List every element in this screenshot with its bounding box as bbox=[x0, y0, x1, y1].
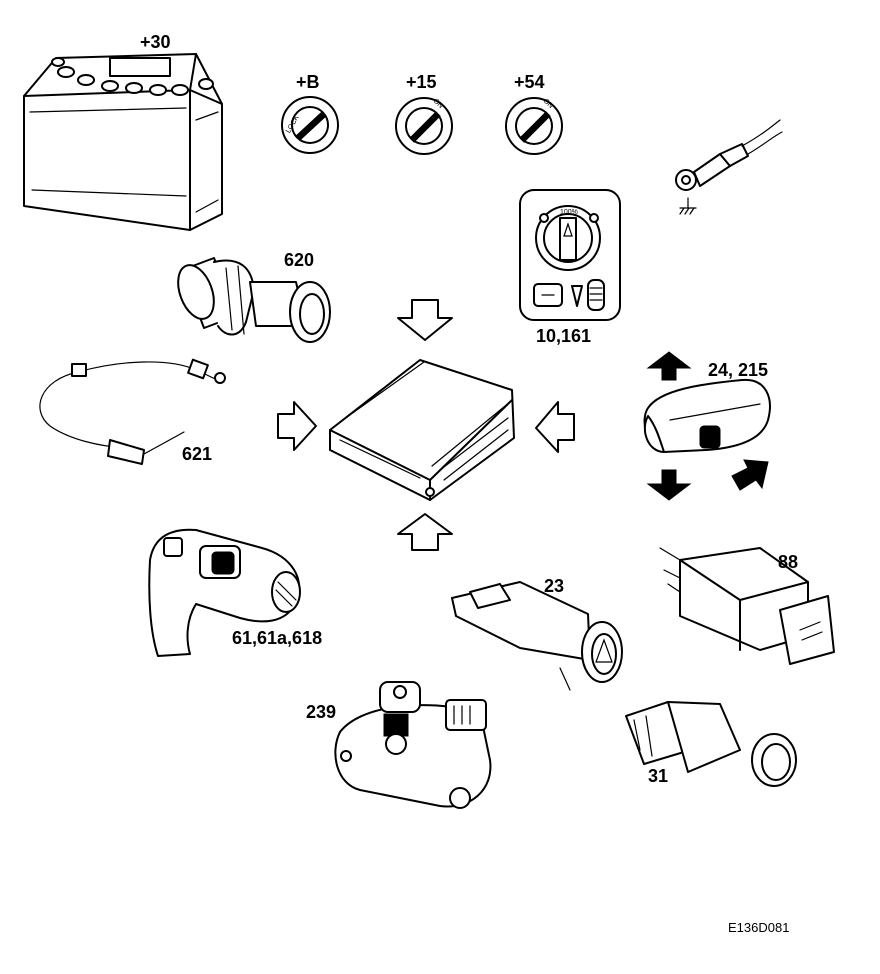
stalk-switch-24: 24, 215 bbox=[643, 351, 771, 501]
sensor-620-label: 620 bbox=[284, 250, 314, 270]
ignition-54-label: +54 bbox=[514, 72, 545, 92]
ignition-switch-b: LOCK +B bbox=[281, 72, 339, 154]
ignition-15-label: +15 bbox=[406, 72, 437, 92]
outline-arrow-up bbox=[397, 513, 453, 551]
drawing-code: E136D081 bbox=[728, 920, 789, 935]
motor-239: 239 bbox=[306, 681, 492, 809]
battery: +30 bbox=[23, 32, 223, 231]
ignition-switch-54: ON +54 bbox=[505, 72, 563, 155]
outline-arrow-left bbox=[535, 401, 575, 453]
control-unit bbox=[329, 359, 515, 501]
hazard-switch: 23 bbox=[451, 576, 623, 691]
cable-621: 621 bbox=[39, 358, 226, 465]
foglamp-switch: 88 bbox=[659, 547, 835, 665]
stalk-switch-24-label: 24, 215 bbox=[708, 360, 768, 380]
stalk-switch-61: 61,61a,618 bbox=[148, 528, 322, 657]
headlamp-percent: 100% bbox=[560, 209, 578, 216]
foglamp-switch-label: 88 bbox=[778, 552, 798, 572]
motor-239-label: 239 bbox=[306, 702, 336, 722]
outline-arrow-down bbox=[397, 299, 453, 341]
temp-sensor-label: 31 bbox=[648, 766, 668, 786]
sensor-620: 620 bbox=[177, 250, 331, 343]
ignition-b-label: +B bbox=[296, 72, 320, 92]
hazard-switch-label: 23 bbox=[544, 576, 564, 596]
temp-sensor: 31 bbox=[625, 701, 797, 787]
cable-621-label: 621 bbox=[182, 444, 212, 464]
headlamp-switch: 100% 10,161 bbox=[519, 189, 621, 346]
ground-lead bbox=[675, 119, 783, 215]
outline-arrow-right bbox=[277, 401, 317, 451]
headlamp-switch-label: 10,161 bbox=[536, 326, 591, 346]
battery-label: +30 bbox=[140, 32, 171, 52]
ignition-switch-15: ON +15 bbox=[395, 72, 453, 155]
stalk-switch-61-label: 61,61a,618 bbox=[232, 628, 322, 648]
